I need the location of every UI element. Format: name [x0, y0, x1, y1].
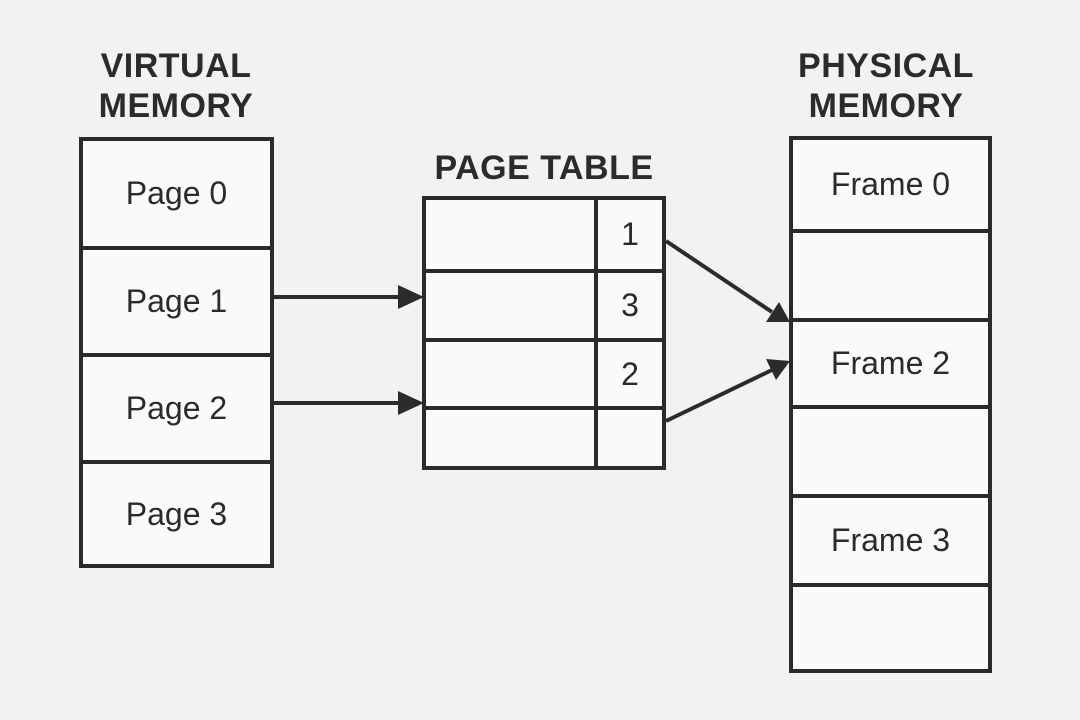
- page-table-row-3: [426, 406, 662, 466]
- physical-frame-2: Frame 2: [793, 318, 988, 405]
- virtual-page-1: Page 1: [83, 246, 270, 353]
- page-table-row-3-page-cell: [426, 410, 598, 466]
- virtual-page-0: Page 0: [125, 175, 228, 211]
- page-table-row-2: 2: [426, 338, 662, 406]
- page-table-title: PAGE TABLE: [434, 149, 654, 187]
- physical-memory-column: Frame 0 Frame 2 Frame 3: [789, 136, 992, 673]
- virtual-memory-column: Page 0 Page 1 Page 2 Page 3: [79, 137, 274, 568]
- physical-frame-1: [793, 229, 988, 318]
- arrow-table-row3-to-memory: [665, 368, 773, 423]
- page-table-row-3-frame-number: [598, 410, 662, 466]
- page-table-row-2-frame-number: 2: [621, 355, 639, 392]
- physical-memory-title-line1: PHYSICAL: [798, 47, 974, 85]
- page-table-row-1: 3: [426, 269, 662, 338]
- page-table-row-2-page-cell: [426, 342, 598, 406]
- physical-memory-title: PHYSICAL MEMORY: [776, 46, 996, 126]
- arrowhead-table-row0-to-memory: [766, 302, 790, 322]
- virtual-page-3: Page 3: [83, 460, 270, 564]
- page-table-row-0-frame-number: 1: [621, 216, 639, 252]
- physical-frame-3: [793, 405, 988, 494]
- virtual-memory-title-line2: MEMORY: [98, 87, 254, 125]
- virtual-memory-title-line1: VIRTUAL: [100, 47, 252, 85]
- physical-frame-4: Frame 3: [793, 494, 988, 583]
- physical-frame-0: Frame 0: [830, 166, 951, 202]
- page-table-row-1-page-cell: [426, 273, 598, 338]
- physical-memory-title-line2: MEMORY: [808, 87, 964, 125]
- virtual-memory-title: VIRTUAL MEMORY: [76, 46, 276, 126]
- page-table-row-1-frame-number: 3: [621, 287, 639, 323]
- arrowhead-table-row3-to-memory: [766, 359, 790, 380]
- page-table-row-0-page-cell: [426, 200, 598, 269]
- page-table: 1 3 2: [422, 196, 666, 470]
- page-table-row-0: 1: [426, 200, 662, 269]
- arrow-table-row0-to-memory: [664, 239, 774, 314]
- arrowhead-page2-to-table: [398, 391, 424, 415]
- virtual-page-2: Page 2: [83, 353, 270, 460]
- physical-frame-5: [793, 583, 988, 669]
- arrowhead-page1-to-table: [398, 285, 424, 309]
